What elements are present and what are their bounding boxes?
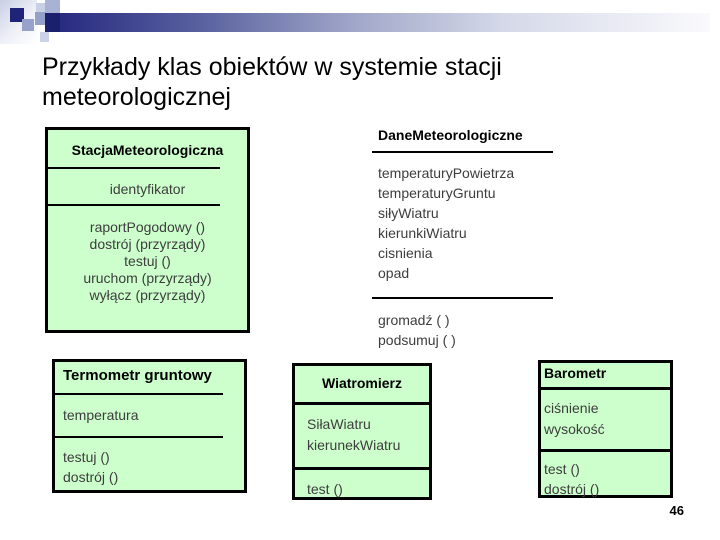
class-box-termometr-gruntowy: Termometr gruntowy temperatura testuj ()… [52, 359, 247, 493]
separator-line [541, 449, 670, 452]
method-list: testuj () dostrój () [55, 447, 244, 487]
attribute-list: temperaturyPowietrza temperaturyGruntu s… [372, 163, 555, 283]
method-label: uruchom (przyrządy) [83, 270, 212, 286]
attribute-label: temperatura [63, 407, 139, 423]
deco-square-periwinkle [22, 19, 34, 31]
slide-title-line2: meteorologicznej [42, 83, 231, 111]
separator-line [55, 436, 223, 438]
class-name: Barometr [544, 365, 607, 381]
separator-line [295, 467, 429, 470]
method-list: gromadź ( ) podsumuj ( ) [372, 310, 555, 350]
attribute-label: ciśnienie [544, 400, 599, 416]
method-list: test () [295, 479, 429, 499]
class-name: StacjaMeteorologiczna [71, 142, 224, 158]
class-box-wiatromierz: Wiatromierz SiłaWiatru kierunekWiatru te… [292, 363, 432, 500]
attribute-label: kierunkiWiatru [378, 225, 467, 241]
attribute-label: temperaturyPowietrza [378, 165, 515, 181]
attribute-list: ciśnienie wysokość [541, 398, 670, 440]
separator-line [541, 387, 670, 390]
method-label: dostrój () [63, 469, 119, 485]
attribute-label: siłyWiatru [378, 205, 439, 221]
method-label: test () [307, 481, 343, 497]
class-box-stacja-meteorologiczna: StacjaMeteorologiczna identyfikator rapo… [45, 127, 250, 333]
class-name: Termometr gruntowy [63, 367, 212, 384]
method-label: dostrój (przyrządy) [89, 236, 206, 252]
method-list: test () dostrój () [541, 459, 670, 499]
class-name: DaneMeteorologiczne [378, 127, 523, 143]
method-label: wyłącz (przyrządy) [89, 287, 206, 303]
deco-gradient-bar [60, 13, 710, 32]
separator-line [372, 297, 553, 299]
attribute-label: opad [378, 265, 410, 281]
method-label: testuj () [124, 253, 171, 269]
attribute-label: temperaturyGruntu [378, 185, 496, 201]
method-label: raportPogodowy () [89, 219, 206, 235]
class-name: Wiatromierz [321, 375, 402, 391]
class-section-dane-meteorologiczne: DaneMeteorologiczne temperaturyPowietrza… [372, 127, 555, 350]
separator-line [295, 402, 429, 405]
method-label: podsumuj ( ) [378, 332, 456, 348]
deco-square-lavender [35, 12, 45, 25]
method-label: test () [544, 461, 580, 477]
attribute-label: cisnienia [378, 245, 433, 261]
attribute-list: SiłaWiatru kierunekWiatru [295, 414, 429, 456]
attribute-label: SiłaWiatru [307, 416, 371, 432]
deco-square-pale-low [40, 32, 49, 42]
class-box-barometr: Barometr ciśnienie wysokość test () dost… [538, 360, 673, 498]
deco-square-dark-lead [45, 13, 60, 32]
attribute-label: kierunekWiatru [307, 437, 401, 453]
method-list: raportPogodowy () dostrój (przyrządy) te… [48, 219, 247, 304]
method-label: dostrój () [544, 481, 600, 497]
separator-line [48, 204, 220, 206]
separator-line [372, 151, 553, 153]
page-number: 46 [669, 503, 684, 518]
method-label: gromadź ( ) [378, 312, 450, 328]
method-label: testuj () [63, 449, 110, 465]
slide-title-line1: Przykłady klas obiektów w systemie stacj… [42, 53, 502, 81]
deco-square-navy [10, 8, 24, 22]
deco-square-steel [45, 0, 60, 13]
attribute-label: identyfikator [109, 181, 186, 197]
separator-line [55, 393, 223, 395]
separator-line [48, 167, 220, 169]
deco-square-pale [36, 3, 45, 12]
slide-title: Przykłady klas obiektów w systemie stacj… [42, 52, 682, 112]
attribute-label: wysokość [544, 421, 605, 437]
